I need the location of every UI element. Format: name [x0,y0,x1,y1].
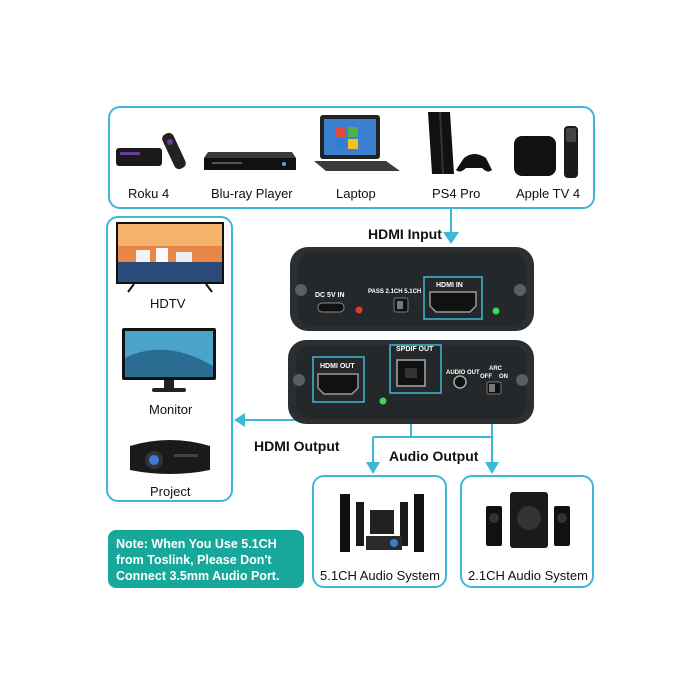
display-label-hdtv: HDTV [150,296,186,311]
audio-out-label: AUDIO OUT [446,370,480,376]
audio-output-label: Audio Output [389,448,479,464]
source-label-roku: Roku 4 [128,186,170,201]
apple-tv-icon [512,126,588,185]
display-label-project: Project [150,484,191,499]
spdif-out-label: SPDIF OUT [396,346,434,353]
note-line-1: Note: When You Use 5.1CH [116,537,277,551]
hdmi-in-label: HDMI IN [436,282,463,289]
hdmi-output-label: HDMI Output [254,438,340,454]
hdmi-out-label: HDMI OUT [320,363,355,370]
audio-system-21-label: 2.1CH Audio System [468,568,588,583]
ps4-icon [424,111,500,183]
audio-system-51-label: 5.1CH Audio System [320,568,440,583]
toslink-note: Note: When You Use 5.1CH from Toslink, P… [108,530,304,588]
speakers-21-icon [484,488,574,559]
source-label-ps4: PS4 Pro [432,186,481,201]
roku-icon [112,128,192,181]
display-label-monitor: Monitor [149,402,193,417]
monitor-icon [122,328,218,399]
laptop-icon [314,115,400,182]
source-label-appletv: Apple TV 4 [516,186,581,201]
projector-icon [124,436,216,485]
surround-51-speakers-icon [334,484,430,561]
hdtv-icon [116,222,226,299]
pass-switch-label: PASS 2.1CH 5.1CH [368,289,421,295]
dc-in-label: DC 5V IN [315,292,345,299]
hdmi-input-label: HDMI Input [368,226,442,242]
source-label-laptop: Laptop [336,186,376,201]
bluray-player-icon [204,144,300,179]
arc-label: ARC [489,366,503,372]
source-label-bluray: Blu-ray Player [211,186,293,201]
note-line-2: from Toslink, Please Don't [116,553,272,567]
arc-on-label: ON [499,374,508,380]
note-line-3: Connect 3.5mm Audio Port. [116,569,280,583]
arc-off-label: OFF [480,374,492,380]
